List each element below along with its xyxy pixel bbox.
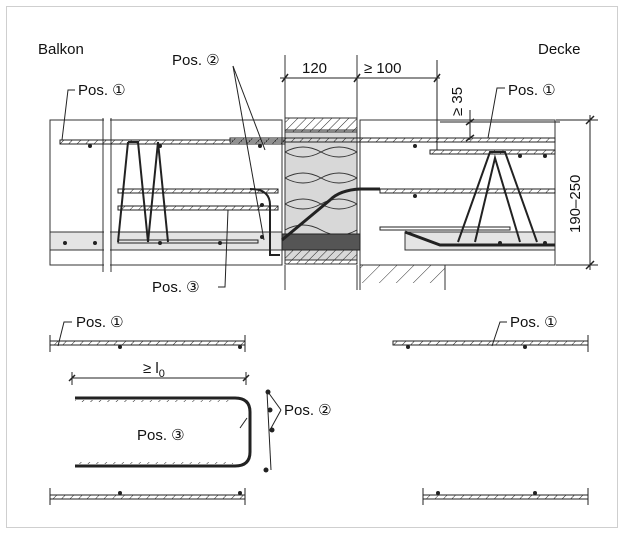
balcony-bottom-band [49, 231, 283, 251]
label-pos2-top: Pos. ② [172, 52, 220, 69]
label-pos1-lower-left: Pos. ① [76, 314, 124, 331]
detail-bar-bottom-right [422, 494, 589, 500]
dim-lap-length: ≥ l0 [143, 360, 165, 380]
label-pos3-lower: Pos. ③ [137, 427, 185, 444]
dim-height: 190–250 [567, 175, 584, 233]
detail-bar-pos1-right [392, 340, 589, 346]
label-pos1-lower-right: Pos. ① [510, 314, 558, 331]
dimension-lines [280, 60, 598, 270]
label-pos1-top-left: Pos. ① [78, 82, 126, 99]
label-pos3-top: Pos. ③ [152, 279, 200, 296]
leader-lines [57, 65, 507, 431]
top-bar-through [229, 137, 556, 143]
detail-bar-pos1-left [49, 340, 246, 346]
wall-support [360, 265, 445, 283]
label-pos2-lower: Pos. ② [284, 402, 332, 419]
label-pos1-top-right: Pos. ① [508, 82, 556, 99]
slab-cross-section [49, 55, 556, 290]
label-decke: Decke [538, 41, 581, 58]
dim-lap-sub: 0 [159, 368, 165, 380]
detail-bar-bottom-left [49, 494, 246, 500]
dim-120: 120 [302, 60, 327, 77]
bar-details [49, 335, 589, 505]
label-balkon: Balkon [38, 41, 84, 58]
dim-lap-prefix: ≥ l [143, 360, 159, 377]
dim-100: ≥ 100 [364, 60, 401, 77]
dim-35: ≥ 35 [449, 87, 466, 116]
